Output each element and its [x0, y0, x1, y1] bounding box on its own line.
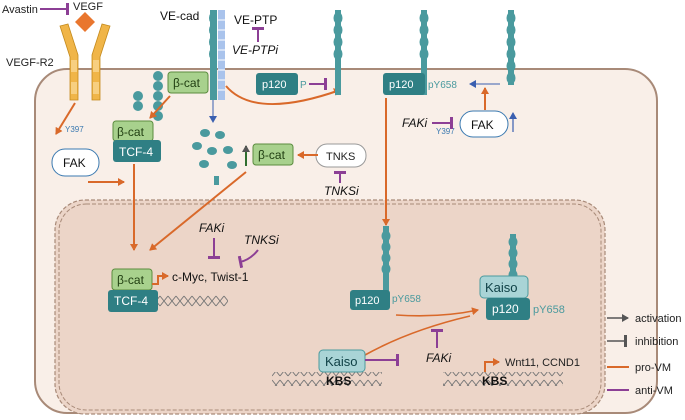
target-genes-kaiso: Wnt11, CCND1: [505, 357, 580, 369]
bcat-tcf4-nucleus: [108, 268, 228, 312]
vecad-label: VE-cad: [160, 9, 199, 23]
legend-anti-vm: anti-VM: [635, 385, 673, 397]
vegf-icon: [75, 12, 95, 32]
fak-label-right: FAK: [471, 118, 494, 132]
faki-label-kaiso: FAKi: [426, 351, 451, 365]
kaiso-label-left: Kaiso: [325, 354, 358, 369]
veptpi-label: VE-PTPi: [232, 43, 278, 57]
tcf4-label-nucleus: TCF-4: [114, 294, 148, 308]
kbs-label-right: KBS: [482, 374, 507, 388]
faki-label-nucleus: FAKi: [199, 221, 224, 235]
py658-label-nucleus: pY658: [392, 294, 421, 305]
vegf-receptor: [59, 23, 111, 101]
p120-nucleus: [350, 226, 391, 310]
fak-label-left: FAK: [63, 156, 86, 170]
y397-label-left: Y397: [65, 125, 84, 134]
nucleus: [54, 199, 606, 415]
vegfr2-label: VEGF-R2: [6, 57, 54, 69]
bcat-label-free: β-cat: [258, 148, 286, 162]
avastin-label: Avastin: [2, 4, 38, 16]
p120-label-membrane: p120: [262, 79, 286, 91]
legend-activation: activation: [635, 313, 681, 325]
kbs-right: [443, 372, 563, 386]
legend-inhibition: inhibition: [635, 336, 678, 348]
p120-label-nucleus: p120: [355, 295, 379, 307]
bcat-label-nucleus: β-cat: [117, 273, 145, 287]
tcf4-label-cyto: TCF-4: [119, 145, 153, 159]
p120-label-complex: p120: [492, 302, 519, 316]
bcat-tcf4-cytoplasm: [112, 91, 161, 162]
legend: activation inhibition pro-VM anti-VM: [607, 313, 681, 397]
veptp-label: VE-PTP: [234, 13, 277, 27]
legend-pro-vm: pro-VM: [635, 362, 671, 374]
p-label: P: [300, 80, 307, 91]
target-genes-wnt: c-Myc, Twist-1: [172, 270, 249, 284]
y397-label-right: Y397: [436, 127, 455, 136]
bcat-label-membrane: β-cat: [173, 76, 201, 90]
py658-label-center: pY658: [428, 80, 457, 91]
tnksi-label-cyto: TNKSi: [324, 184, 359, 198]
kaiso-label-complex: Kaiso: [485, 280, 518, 295]
tnks-label: TNKS: [326, 151, 355, 163]
vegf-label: VEGF: [73, 1, 103, 13]
fak-node-right: [459, 110, 509, 138]
py658-label-complex: pY658: [533, 304, 565, 316]
bcat-label-cyto: β-cat: [117, 125, 145, 139]
faki-label-right: FAKi: [402, 116, 427, 130]
fak-node-left: [51, 148, 100, 177]
right-receptor: [506, 10, 516, 85]
released-fragments: [192, 100, 237, 185]
bcat-free-box: [252, 143, 294, 166]
kaiso-p120-complex: [479, 234, 530, 320]
kbs-label-left: KBS: [326, 374, 351, 388]
kaiso-kbs-left: [272, 349, 382, 386]
tnksi-label-nucleus: TNKSi: [244, 233, 279, 247]
p120-phospho-membrane: [383, 10, 429, 95]
p120-membrane: [256, 10, 343, 95]
p120-label-center: p120: [389, 79, 413, 91]
ve-cadherin: [209, 10, 225, 100]
